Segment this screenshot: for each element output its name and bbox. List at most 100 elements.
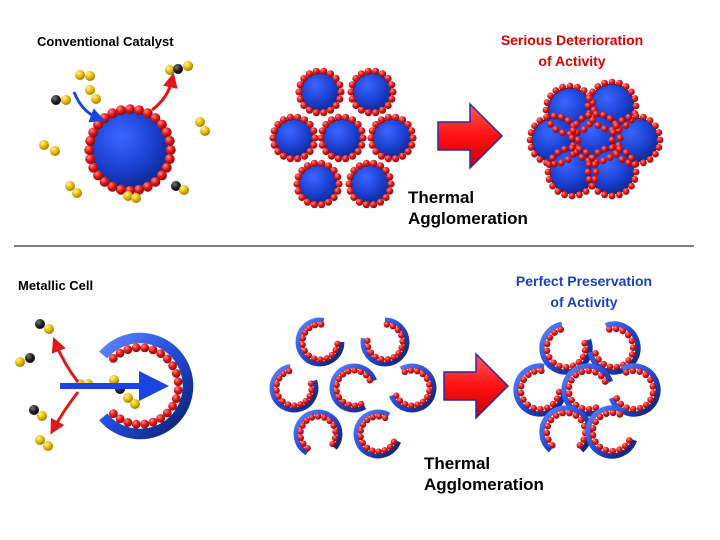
active-site-dot <box>364 343 372 351</box>
gold-atom <box>85 71 95 81</box>
bottom-process-label-line2: Agglomeration <box>424 475 544 494</box>
active-site-dot <box>156 119 167 130</box>
active-site-dot <box>537 405 544 413</box>
metallic-shell <box>353 409 401 459</box>
active-site-dot <box>408 141 416 149</box>
active-site-dot <box>336 81 344 89</box>
product-out-arrow-upper <box>51 337 80 383</box>
active-site-dot <box>390 354 397 361</box>
active-site-dot <box>300 101 308 110</box>
active-site-dot <box>372 353 379 361</box>
gold-atom <box>123 191 133 201</box>
active-site-dot <box>578 154 586 161</box>
active-site-dot <box>652 122 659 130</box>
active-site-dot <box>408 127 416 135</box>
active-site-dot <box>84 145 95 155</box>
active-site-dot <box>649 383 657 390</box>
active-site-dot <box>565 390 573 397</box>
active-site-dot <box>559 83 566 91</box>
active-site-dot <box>578 368 586 376</box>
active-site-dot <box>589 116 596 124</box>
active-site-dot <box>298 193 306 202</box>
metallic-shell <box>513 363 567 417</box>
active-site-dot <box>632 112 640 120</box>
active-site-dot <box>592 349 599 357</box>
active-site-dot <box>317 134 325 142</box>
active-site-dot <box>357 368 365 375</box>
active-site-dot <box>312 67 320 75</box>
active-site-dot <box>618 117 626 124</box>
active-site-dot <box>350 193 358 202</box>
active-site-dot <box>333 388 340 395</box>
top-result-line1: Serious Deterioration <box>500 32 644 48</box>
active-site-dot <box>318 159 326 167</box>
active-site-dot <box>354 120 362 129</box>
active-site-dot <box>88 162 99 173</box>
active-site-dot <box>616 145 623 153</box>
active-site-dot <box>600 360 607 368</box>
bottom-result-line1: Perfect Preservation <box>515 273 653 289</box>
active-site-dot <box>584 102 592 110</box>
active-site-dot <box>606 154 614 161</box>
active-site-dot <box>398 116 407 124</box>
active-site-dot <box>362 201 370 209</box>
active-site-dot <box>364 109 372 117</box>
metallic-shell <box>585 405 638 459</box>
active-site-dot <box>161 162 172 173</box>
active-site-dot <box>333 381 340 389</box>
active-site-dot <box>336 95 344 103</box>
active-site-dot <box>300 440 307 447</box>
active-site-dot <box>577 416 585 424</box>
active-site-dot <box>582 188 590 195</box>
metallic-shell <box>360 317 410 367</box>
active-site-dot <box>317 356 324 363</box>
active-site-dot <box>625 437 633 444</box>
active-site-dot <box>377 152 386 160</box>
active-site-dot <box>592 168 600 176</box>
active-site-dot <box>378 106 387 114</box>
active-site-dot <box>576 442 584 449</box>
active-site-dot <box>306 120 314 129</box>
active-site-dot <box>594 122 602 129</box>
active-site-dot <box>330 193 338 202</box>
active-site-dot <box>603 410 610 417</box>
active-site-dot <box>552 87 560 94</box>
active-site-dot <box>273 381 280 388</box>
catalyst-particle <box>91 111 169 189</box>
active-site-dot <box>625 159 632 167</box>
active-site-dot <box>318 127 326 135</box>
packed-cells <box>513 321 661 459</box>
active-site-dot <box>351 367 358 374</box>
active-site-dot <box>426 387 433 395</box>
active-site-dot <box>531 150 538 158</box>
active-site-dot <box>345 180 353 188</box>
active-site-dot <box>301 347 308 354</box>
metallic-shell <box>389 363 437 413</box>
active-site-dot <box>368 141 376 149</box>
top-process-label-line1: Thermal <box>408 188 475 207</box>
active-site-dot <box>357 106 366 114</box>
active-site-dot <box>362 159 370 167</box>
active-site-dot <box>294 113 302 121</box>
active-site-dot <box>622 188 630 195</box>
active-site-dot <box>161 127 172 138</box>
active-site-dot <box>148 345 158 355</box>
active-site-dot <box>640 159 647 167</box>
gold-atom <box>39 140 49 150</box>
active-site-dot <box>558 113 565 121</box>
active-site-dot <box>332 428 339 435</box>
active-site-dot <box>304 445 311 452</box>
bottom-process-label-line1: Thermal <box>424 454 491 473</box>
active-site-dot <box>279 152 288 160</box>
active-site-dot <box>337 88 345 96</box>
active-site-dot <box>352 101 360 110</box>
active-site-dot <box>617 400 625 408</box>
active-site-dot <box>636 368 643 375</box>
bottom-process-label: Thermal Agglomeration <box>424 453 544 495</box>
active-site-dot <box>622 149 630 156</box>
active-site-dot <box>351 402 359 409</box>
active-site-dot <box>156 349 166 359</box>
top-result-label: Serious Deterioration of Activity <box>490 30 654 72</box>
active-site-dot <box>591 161 599 168</box>
